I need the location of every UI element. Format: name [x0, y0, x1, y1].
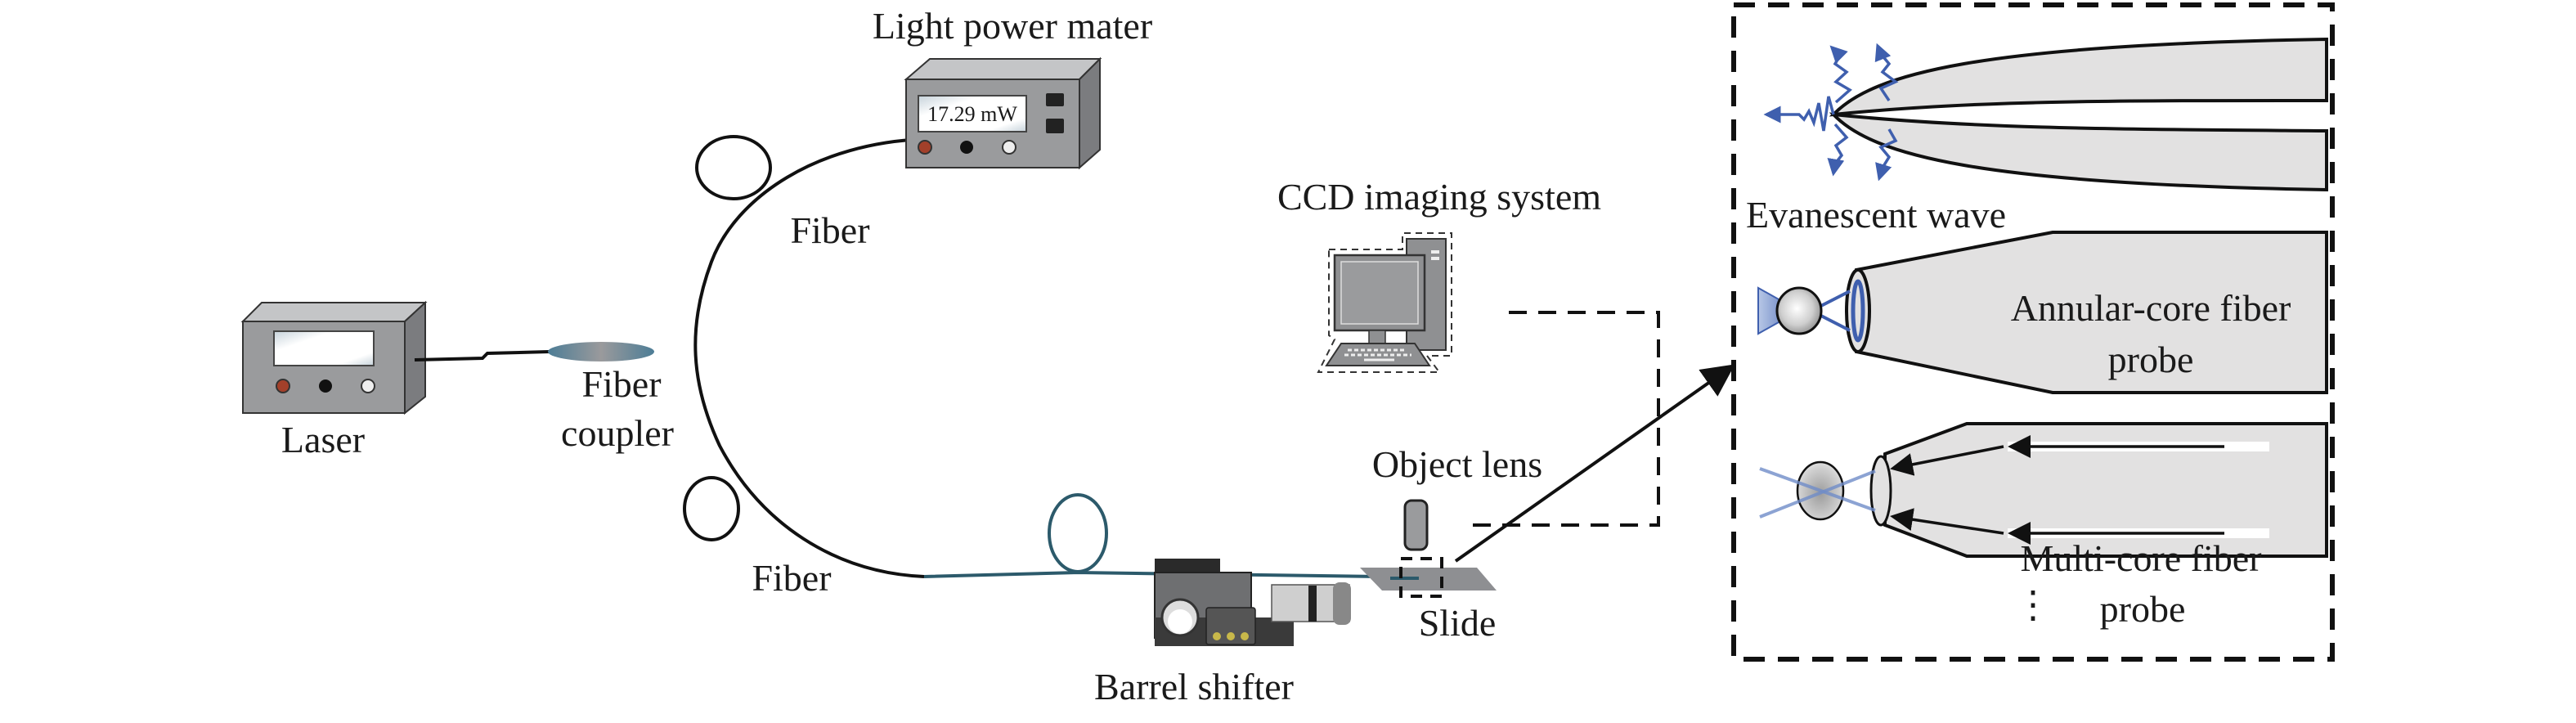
multi-core-probe — [1759, 422, 2328, 558]
fiber-laser-to-coupler — [414, 350, 550, 362]
shifter-micrometer-band — [1308, 586, 1317, 622]
inset-box — [1731, 2, 2335, 662]
annular-probe-face — [1845, 268, 1871, 353]
inset-pointer-arrow — [1454, 364, 1735, 563]
laser-display — [273, 330, 375, 366]
evanescent-wave-up-2 — [1874, 43, 1899, 101]
evanescent-wave-label: Evanescent wave — [1746, 194, 2006, 236]
evanescent-wave-down-2 — [1875, 128, 1898, 182]
fiber-label-upper: Fiber — [790, 209, 869, 251]
power-reading: 17.29 mW — [927, 102, 1017, 126]
laser-side-face — [404, 300, 426, 415]
meter-top-face — [904, 58, 1102, 80]
meter-port-red — [918, 140, 932, 155]
meter-side-face — [1079, 56, 1101, 170]
light-power-meter: 17.29 mW — [904, 56, 1102, 170]
tapered-probe-upper — [1829, 37, 2328, 117]
computer-outline — [1317, 232, 1452, 373]
fiber-label-lower: Fiber — [752, 557, 831, 599]
ccd-label: CCD imaging system — [1277, 176, 1601, 218]
ccd-connection-dashed — [1468, 311, 1660, 527]
evanescent-wave-down-1 — [1827, 123, 1849, 177]
fiber-coupler-label-line1: Fiber — [581, 363, 661, 405]
ccd-computer — [1317, 232, 1452, 373]
evanescent-wave-tip — [1763, 96, 1835, 132]
multicore-probe-label-line1: Multi-core fiber — [2020, 537, 2261, 579]
slide-label: Slide — [1419, 602, 1497, 644]
fiber-loop-lower — [683, 476, 740, 541]
slide-focus-box — [1399, 557, 1443, 598]
power-meter-label: Light power mater — [873, 5, 1152, 47]
shifter-screw-2 — [1227, 632, 1235, 640]
tower-slot-1 — [1431, 250, 1439, 254]
multicore-probe-face — [1869, 455, 1892, 527]
fiber-loop-upper — [695, 135, 772, 200]
shifter-top-rail — [1155, 559, 1220, 575]
multicore-probe-label-line2: probe — [2100, 588, 2186, 630]
annular-core-probe — [1757, 231, 2328, 394]
annular-lens — [1775, 286, 1823, 335]
meter-button-lower — [1046, 119, 1064, 133]
monitor-screen — [1340, 261, 1419, 325]
annular-probe-label-line1: Annular-core fiber — [2011, 287, 2291, 329]
evanescent-probe — [1763, 37, 2328, 192]
annular-probe-label-line2: probe — [2108, 339, 2194, 380]
monitor-stand — [1368, 330, 1386, 344]
fiber-coupler — [548, 342, 654, 362]
meter-display — [918, 95, 1027, 132]
tower-slot-2 — [1431, 257, 1439, 260]
multicore-beam-2 — [1759, 469, 1876, 519]
laser-top-face — [240, 302, 428, 322]
shifter-micrometer-cap — [1333, 582, 1351, 625]
meter-port-black — [960, 141, 973, 154]
shifter-knob-center — [1168, 609, 1192, 634]
shifter-screw-1 — [1213, 632, 1221, 640]
shifter-screw-3 — [1241, 632, 1249, 640]
core-arrow-upper-diag — [1890, 445, 2004, 476]
multicore-beam-1 — [1759, 467, 1876, 512]
meter-port-white — [1002, 140, 1016, 155]
fiber-coupler-label-line2: coupler — [561, 412, 674, 454]
object-lens-label: Object lens — [1372, 443, 1542, 485]
multicore-probe-body — [1883, 422, 2328, 558]
fiber-loop-teal — [1048, 493, 1108, 573]
meter-button-upper — [1046, 93, 1064, 106]
annular-core-ring — [1851, 279, 1865, 343]
evanescent-wave-up-1 — [1829, 45, 1852, 104]
laser-label: Laser — [281, 419, 365, 460]
barrel-shifter-label: Barrel shifter — [1094, 666, 1294, 707]
laser-port-red — [276, 379, 290, 393]
laser-port-black — [319, 379, 332, 393]
ellipsis-more-probes: ⋮ — [2014, 584, 2052, 626]
laser-port-white — [361, 379, 375, 393]
tapered-probe-lower — [1829, 112, 2328, 192]
slide — [1360, 568, 1497, 591]
barrel-shifter — [1154, 559, 1351, 646]
fiber-arc — [693, 137, 925, 578]
laser-device — [240, 300, 428, 415]
core-arrow-lower-diag — [1890, 508, 2004, 535]
object-lens — [1403, 499, 1429, 551]
